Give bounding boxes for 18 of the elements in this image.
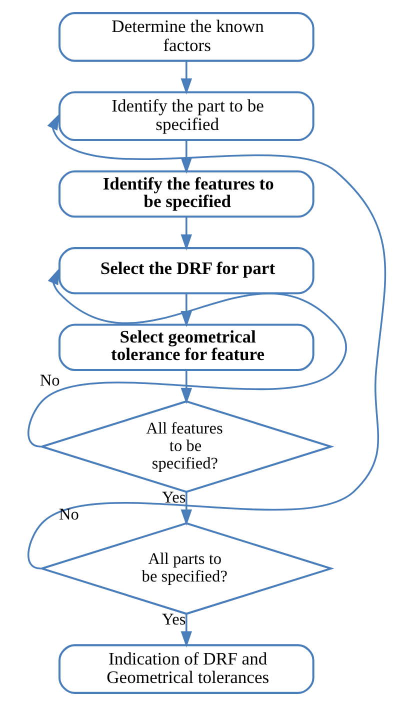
edge-label: No: [58, 504, 79, 524]
node-box: Identify the part to be specified: [58, 91, 314, 141]
node-diamond: All features to be specified?: [38, 400, 334, 493]
arrow: [180, 370, 192, 404]
arrow: [28, 268, 347, 448]
node-box: Select geometrical tolerance for feature: [58, 324, 314, 371]
node-box: Determine the known factors: [58, 12, 314, 62]
arrow: [28, 114, 386, 570]
node-box: Indication of DRF and Geometrical tolerances: [58, 644, 314, 694]
arrow: [180, 492, 192, 526]
arrow: [180, 614, 192, 648]
arrow: [180, 140, 192, 174]
edge-label: No: [40, 370, 60, 390]
arrow: [180, 216, 192, 250]
arrow: [180, 61, 192, 95]
node-diamond: All parts to be specified?: [38, 522, 334, 615]
node-box: Identify the features to be specified: [58, 170, 314, 218]
node-box: Select the DRF for part: [58, 247, 314, 294]
